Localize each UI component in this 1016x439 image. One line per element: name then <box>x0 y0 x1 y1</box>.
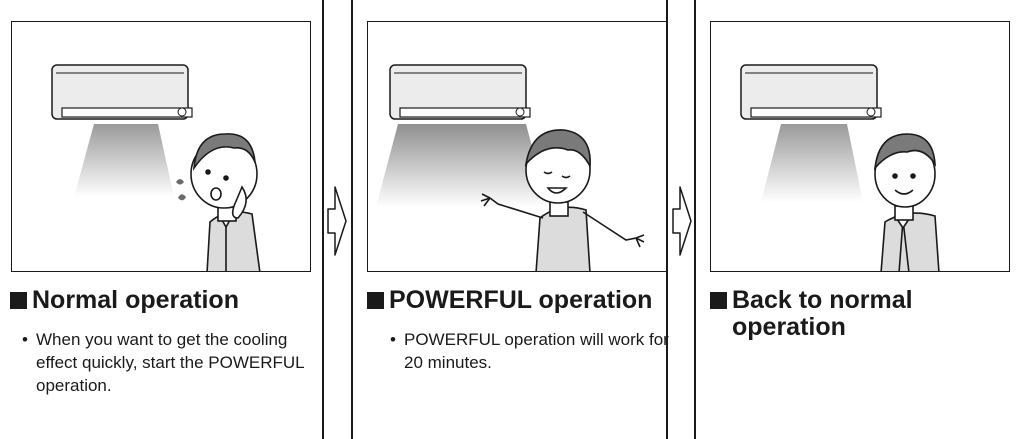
step-panel-powerful: POWERFUL operation • POWERFUL operation … <box>351 0 668 439</box>
step-heading: Back to normal operation <box>710 287 972 341</box>
smiling-person-icon <box>875 134 939 272</box>
illustration-calm-person <box>710 21 1010 272</box>
weak-airflow <box>74 124 174 197</box>
black-square-icon <box>367 292 384 309</box>
bullet-item: • POWERFUL operation will work for 20 mi… <box>390 328 670 374</box>
heading-text: Normal operation <box>32 287 239 314</box>
hollow-right-arrow-icon <box>671 185 693 257</box>
heading-text: POWERFUL operation <box>389 287 652 314</box>
bullet-dot-icon: • <box>22 328 36 397</box>
strong-airflow <box>376 124 548 207</box>
illustration-cool-person <box>367 21 667 272</box>
air-conditioner-icon <box>741 65 881 119</box>
bullet-item: • When you want to get the cooling effec… <box>22 328 322 397</box>
weak-airflow <box>761 124 863 202</box>
heading-text: Back to normal operation <box>732 287 972 341</box>
hollow-right-arrow-icon <box>326 185 348 257</box>
bullet-text: POWERFUL operation will work for 20 minu… <box>404 328 670 374</box>
air-conditioner-icon <box>390 65 530 119</box>
bullet-text: When you want to get the cooling effect … <box>36 328 316 397</box>
step-heading: POWERFUL operation <box>367 287 652 314</box>
illustration-hot-person <box>11 21 311 272</box>
black-square-icon <box>710 292 727 309</box>
step-panel-normal: Normal operation • When you want to get … <box>0 0 324 439</box>
sweating-person-icon <box>176 134 260 272</box>
bullet-dot-icon: • <box>390 328 404 374</box>
air-conditioner-icon <box>52 65 192 119</box>
step-panel-back-to-normal: Back to normal operation <box>694 0 1016 439</box>
step-heading: Normal operation <box>10 287 239 314</box>
black-square-icon <box>10 292 27 309</box>
